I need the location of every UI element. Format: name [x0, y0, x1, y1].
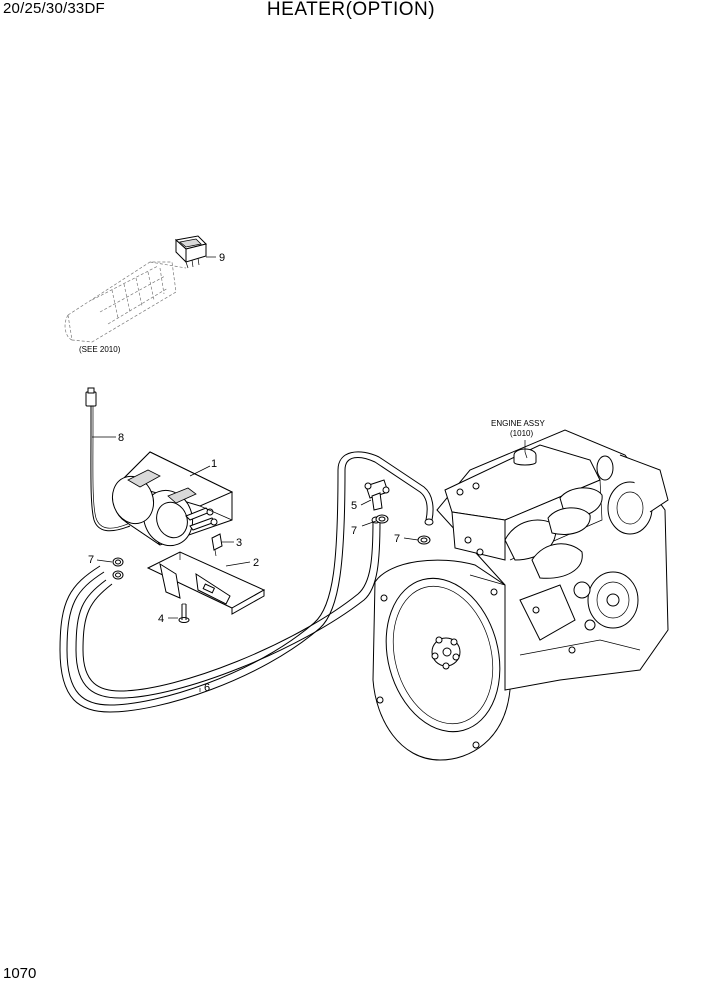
hose-clamps-right	[375, 514, 431, 545]
dashboard-reference-outline	[64, 261, 187, 343]
engine-assy-ref: (1010)	[510, 429, 533, 438]
callout-3: 3	[236, 537, 242, 549]
valve-fitting-part	[364, 479, 390, 511]
heater-unit-part	[111, 451, 234, 547]
callout-7-middle: 7	[351, 525, 357, 537]
callout-1: 1	[211, 458, 217, 470]
engine-assy-label: ENGINE ASSY	[491, 419, 545, 428]
model-label: 20/25/30/33DF	[3, 0, 105, 17]
mounting-bracket-part	[146, 551, 266, 615]
heater-hose-part	[59, 451, 434, 713]
see-2010-reference: (SEE 2010)	[79, 345, 121, 354]
callout-8: 8	[118, 432, 124, 444]
engine-assembly	[372, 429, 669, 761]
wiring-harness-part	[85, 387, 131, 532]
page-title: HEATER(OPTION)	[266, 0, 436, 20]
fitting-part-3	[211, 533, 223, 557]
callout-7-right: 7	[394, 533, 400, 545]
callout-2: 2	[253, 557, 259, 569]
callout-7-left: 7	[88, 554, 94, 566]
bolt-part	[178, 603, 190, 623]
callout-6: 6	[204, 682, 210, 694]
callout-4: 4	[158, 613, 164, 625]
callout-5: 5	[351, 500, 357, 512]
callout-9: 9	[219, 252, 225, 264]
page-number: 1070	[3, 965, 37, 982]
heater-switch-part	[174, 235, 207, 269]
hose-clamps-left	[112, 557, 124, 580]
